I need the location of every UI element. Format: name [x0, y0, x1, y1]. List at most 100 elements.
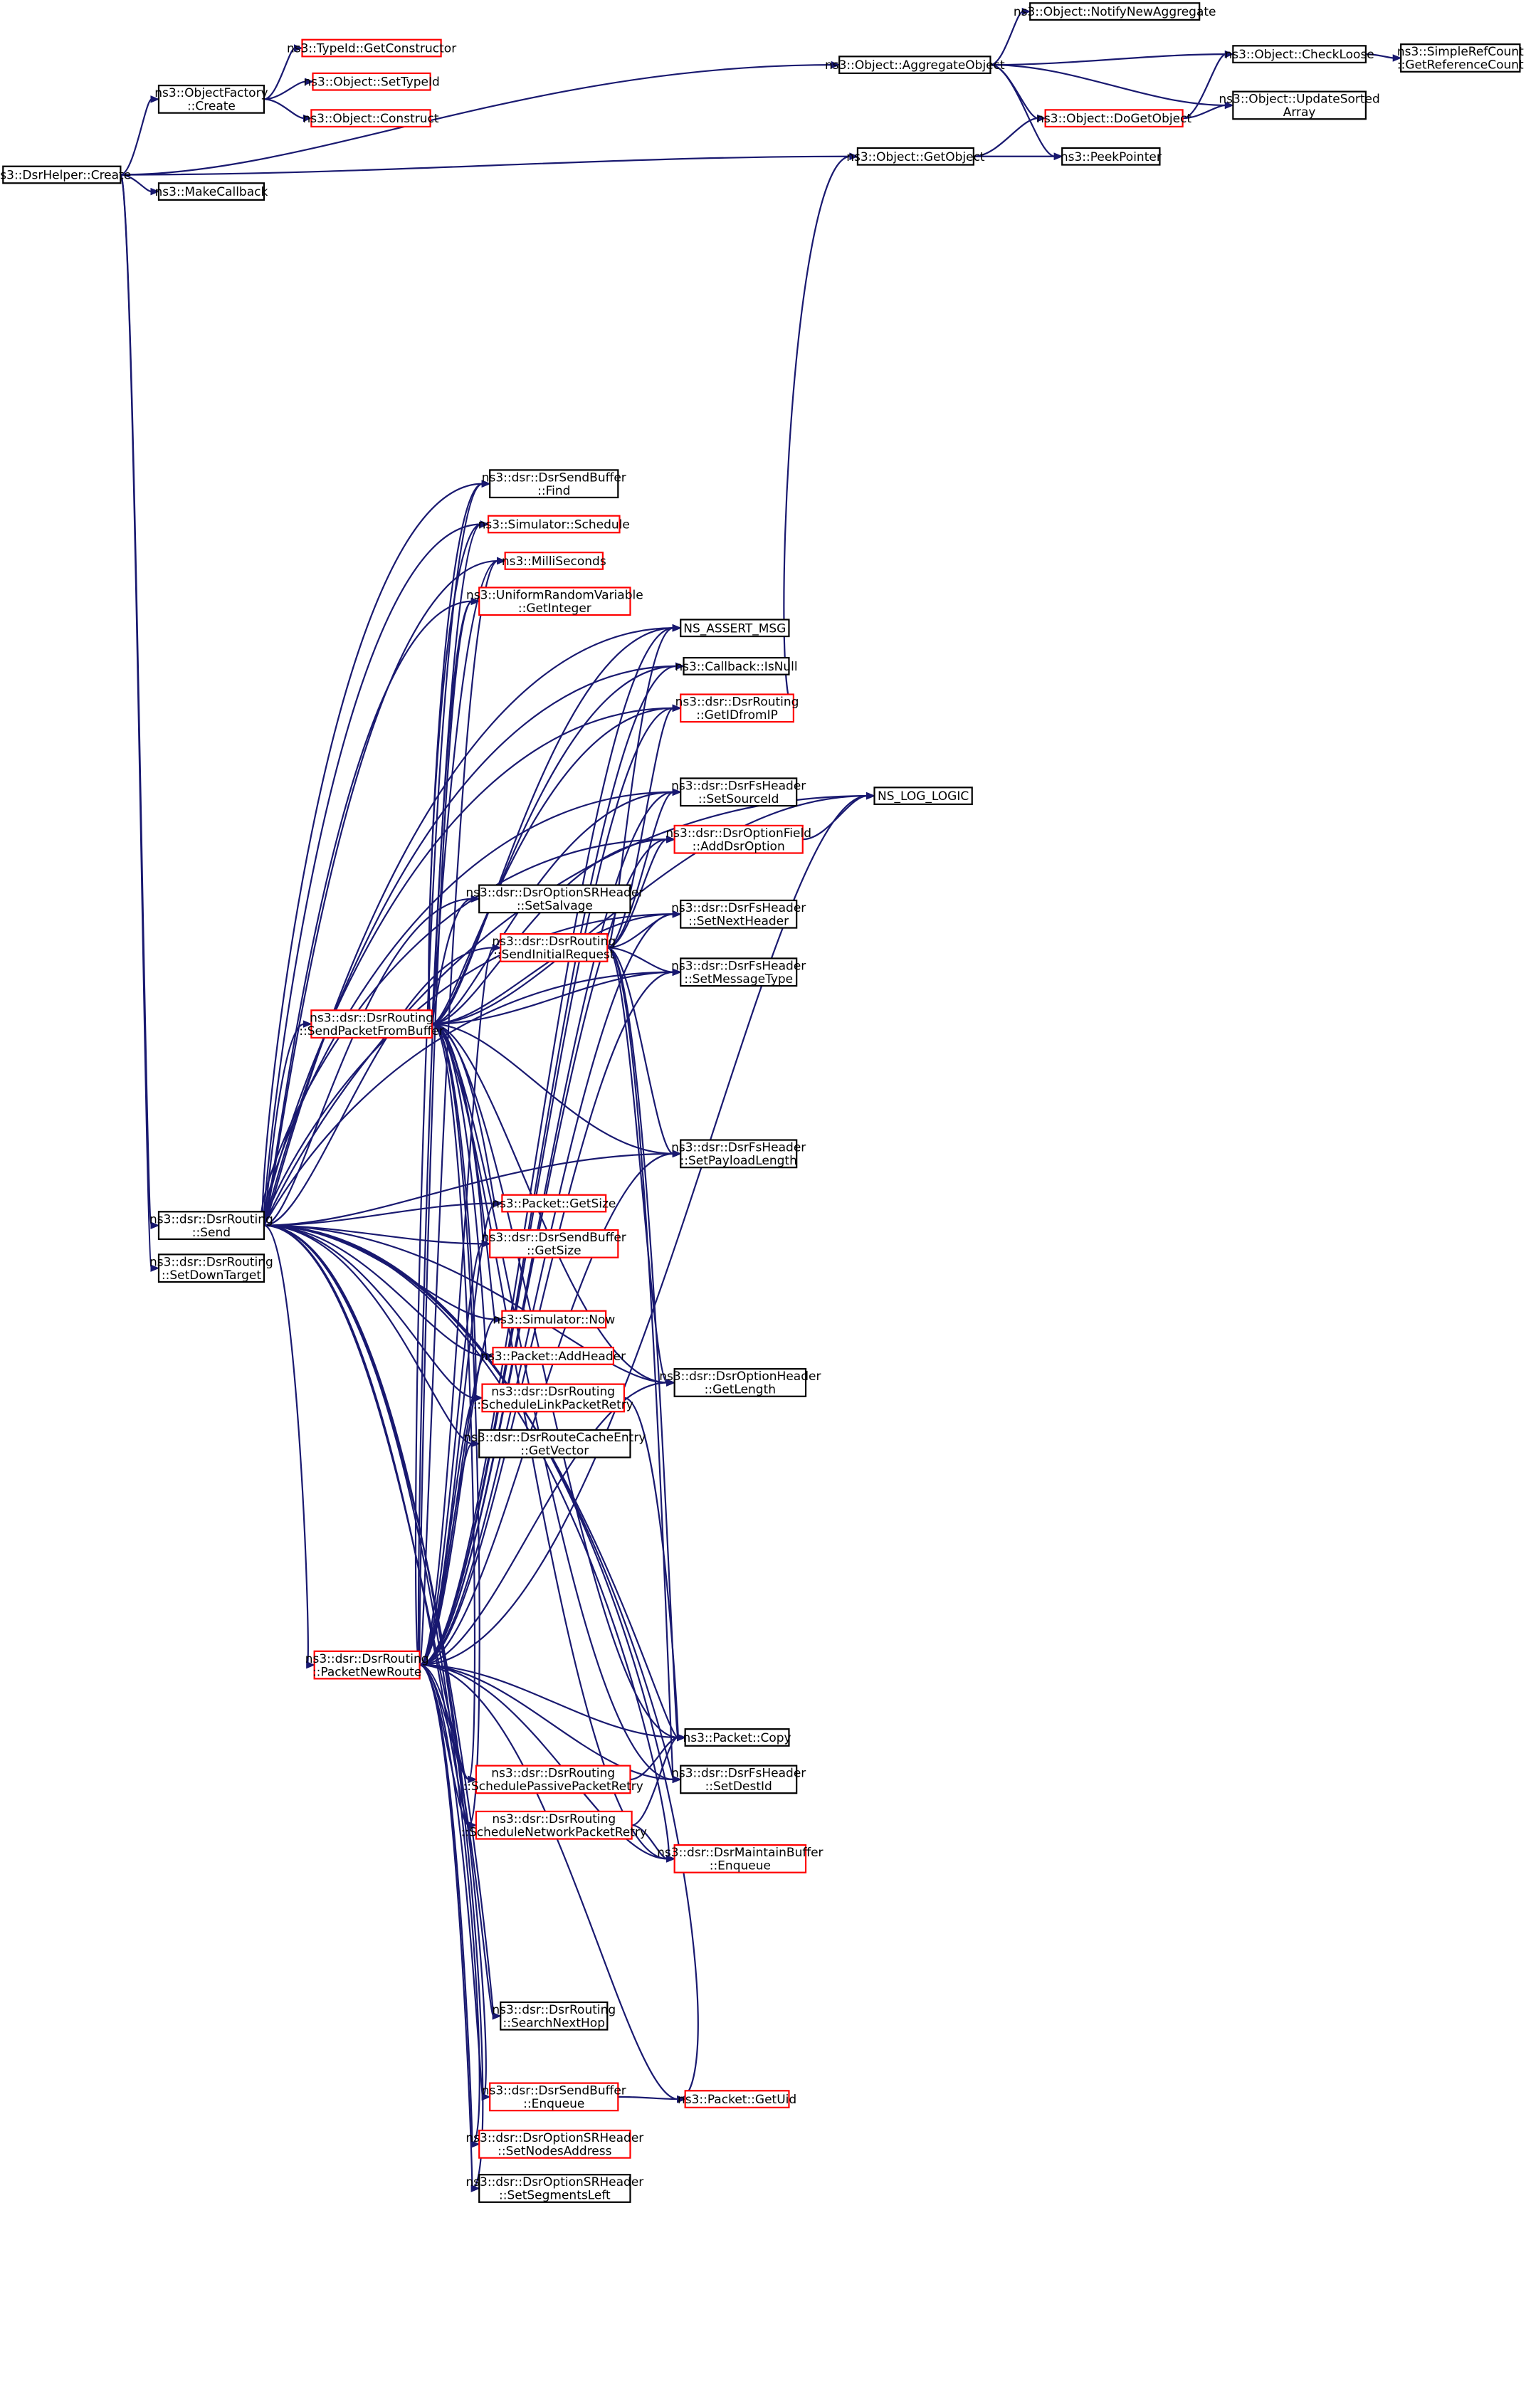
node-maintainbuffer_enqueue[interactable]: ns3::dsr::DsrMaintainBuffer::Enqueue — [657, 1844, 823, 1873]
node-object_settypeid[interactable]: ns3::Object::SetTypeId — [303, 72, 440, 91]
node-sendpacketfrombuffer[interactable]: ns3::dsr::DsrRouting::SendPacketFromBuff… — [299, 1009, 444, 1039]
call-edges — [120, 7, 1402, 2192]
node-fsheader_setpayloadlength[interactable]: ns3::dsr::DsrFsHeader::SetPayloadLength — [671, 1139, 806, 1169]
node-label: ns3::dsr::DsrRouteCacheEntry — [463, 1431, 646, 1445]
node-box — [1400, 43, 1521, 73]
node-optionsr_setnodesaddress[interactable]: ns3::dsr::DsrOptionSRHeader::SetNodesAdd… — [465, 2129, 643, 2159]
node-optionsr_setsalvage[interactable]: ns3::dsr::DsrOptionSRHeader::SetSalvage — [465, 884, 643, 914]
node-objectfactory_create[interactable]: ns3::ObjectFactory::Create — [154, 84, 268, 114]
node-fsheader_setnextheader[interactable]: ns3::dsr::DsrFsHeader::SetNextHeader — [671, 899, 806, 929]
node-object_aggregateobject[interactable]: ns3::Object::AggregateObject — [825, 56, 1005, 75]
node-sendbuffer_getsize[interactable]: ns3::dsr::DsrSendBuffer::GetSize — [482, 1229, 626, 1258]
node-optionfield_adddsroption[interactable]: ns3::dsr::DsrOptionField::AddDsrOption — [665, 824, 811, 854]
node-urv_getinteger[interactable]: ns3::UniformRandomVariable::GetInteger — [466, 587, 643, 616]
node-ns_assert_msg[interactable]: NS_ASSERT_MSG — [680, 619, 790, 638]
call-edge-sendinitialrequest-to-fsheader_setmessagetype — [607, 947, 674, 973]
node-object_construct[interactable]: ns3::Object::Construct — [302, 109, 439, 128]
node-object_getobject[interactable]: ns3::Object::GetObject — [846, 147, 985, 166]
node-box — [301, 38, 442, 58]
node-simulator_now[interactable]: ns3::Simulator::Now — [493, 1310, 615, 1329]
arrowhead — [672, 910, 682, 918]
node-dsrhelper_create[interactable]: ns3::DsrHelper::Create — [0, 165, 131, 184]
node-sendbuffer_enqueue[interactable]: ns3::dsr::DsrSendBuffer::Enqueue — [482, 2082, 626, 2112]
node-label: ns3::dsr::DsrRouting — [492, 1812, 616, 1826]
node-label: ::GetIDfromIP — [696, 708, 778, 722]
node-routecacheentry_getvector[interactable]: ns3::dsr::DsrRouteCacheEntry::GetVector — [463, 1429, 646, 1458]
arrowhead — [474, 1394, 483, 1402]
arrowhead — [1053, 152, 1063, 161]
arrowhead — [150, 187, 160, 196]
arrowhead — [672, 1775, 682, 1784]
node-schedulelinkpacketretry[interactable]: ns3::dsr::DsrRouting::ScheduleLinkPacket… — [473, 1383, 633, 1413]
node-optionheader_getlength[interactable]: ns3::dsr::DsrOptionHeader::GetLength — [659, 1368, 821, 1397]
node-setdowntarget[interactable]: ns3::dsr::DsrRouting::SetDownTarget — [149, 1253, 273, 1283]
call-edge-dsrrouting_send-to-sendpacketfrombuffer — [263, 1023, 305, 1226]
arrowhead — [672, 1150, 682, 1158]
node-sendinitialrequest[interactable]: ns3::dsr::DsrRouting::SendInitialRequest — [492, 933, 616, 962]
call-edge-dsrrouting_send-to-callback_isnull — [263, 665, 677, 1226]
node-label: ns3::Object::Construct — [302, 112, 438, 126]
node-object_dogetobject[interactable]: ns3::Object::DoGetObject — [1036, 109, 1191, 128]
node-getidfromip[interactable]: ns3::dsr::DsrRouting::GetIDfromIP — [675, 693, 799, 723]
call-edge-sendinitialrequest-to-ns_assert_msg — [606, 627, 674, 949]
node-callback_isnull[interactable]: ns3::Callback::IsNull — [675, 656, 798, 675]
node-label: ::GetLength — [705, 1383, 776, 1397]
node-schedulepassivepacketretry[interactable]: ns3::dsr::DsrRouting::SchedulePassivePac… — [463, 1765, 643, 1794]
node-object_notifynewaggregate[interactable]: ns3::Object::NotifyNewAggregate — [1014, 2, 1216, 21]
node-peekpointer[interactable]: ns3::PeekPointer — [1061, 147, 1162, 166]
arrowhead — [294, 44, 303, 52]
node-packet_getsize[interactable]: ns3::Packet::GetSize — [492, 1194, 616, 1213]
node-box — [680, 693, 794, 723]
node-label: ns3::ObjectFactory — [154, 86, 268, 100]
node-label: ::SetSegmentsLeft — [499, 2189, 611, 2203]
call-edge-dsrrouting_send-to-optionsr_setsegmentsleft — [263, 1224, 484, 2189]
node-makecallback[interactable]: ns3::MakeCallback — [155, 182, 268, 201]
node-fsheader_setsourceid[interactable]: ns3::dsr::DsrFsHeader::SetSourceId — [671, 777, 806, 807]
node-label: Array — [1283, 105, 1316, 120]
node-label: NS_LOG_LOGIC — [878, 789, 969, 804]
node-simulator_schedule[interactable]: ns3::Simulator::Schedule — [478, 515, 630, 534]
node-ns_log_logic[interactable]: NS_LOG_LOGIC — [873, 787, 973, 805]
call-edge-getidfromip-to-object_getobject — [783, 155, 851, 709]
node-label: ns3::Object::AggregateObject — [825, 58, 1005, 73]
node-packet_getuid[interactable]: ns3::Packet::GetUid — [678, 2090, 796, 2108]
node-milliseconds[interactable]: ns3::MilliSeconds — [502, 552, 606, 570]
call-edge-sendinitialrequest-to-fsheader_setpayloadlength — [606, 947, 674, 1155]
call-edge-object_aggregateobject-to-object_updatesortedarray — [990, 64, 1226, 107]
node-label: ns3::dsr::DsrRouting — [491, 1767, 615, 1781]
node-packetnewroute[interactable]: ns3::dsr::DsrRouting::PacketNewRoute — [305, 1650, 429, 1680]
node-label: ns3::dsr::DsrOptionSRHeader — [465, 886, 643, 900]
node-sendbuffer_find[interactable]: ns3::dsr::DsrSendBuffer::Find — [482, 469, 626, 499]
call-edge-packetnewroute-to-urv_getinteger — [419, 600, 473, 1666]
node-box — [2, 165, 122, 184]
arrowhead — [481, 1240, 491, 1248]
node-label: ::SetNodesAddress — [498, 2145, 611, 2159]
call-edge-schedulenetworkpacketretry-to-packet_copy — [631, 1736, 679, 1826]
node-box — [312, 72, 431, 91]
arrowhead — [481, 2093, 491, 2101]
node-dsrrouting_send[interactable]: ns3::dsr::DsrRouting::Send — [149, 1211, 273, 1241]
node-label: ns3::dsr::DsrFsHeader — [671, 1767, 806, 1781]
node-label: ::Find — [537, 484, 570, 498]
call-edge-packetnewroute-to-simulator_schedule — [417, 523, 482, 1666]
node-searchnexthop[interactable]: ns3::dsr::DsrRouting::SearchNextHop — [492, 2001, 616, 2031]
node-packet_addheader[interactable]: ns3::Packet::AddHeader — [480, 1347, 626, 1365]
node-label: ::SendInitialRequest — [493, 948, 615, 962]
node-typeid_getconstructor[interactable]: ns3::TypeId::GetConstructor — [287, 38, 456, 58]
arrowhead — [493, 1199, 503, 1207]
node-schedulenetworkpacketretry[interactable]: ns3::dsr::DsrRouting::ScheduleNetworkPac… — [461, 1810, 647, 1840]
node-box — [157, 1253, 265, 1283]
node-simplerefcount_getreferencecount[interactable]: ns3::SimpleRefCount::GetReferenceCount — [1397, 43, 1524, 73]
node-optionsr_setsegmentsleft[interactable]: ns3::dsr::DsrOptionSRHeader::SetSegments… — [465, 2174, 643, 2203]
node-label: ns3::dsr::DsrFsHeader — [671, 901, 806, 915]
node-packet_copy[interactable]: ns3::Packet::Copy — [683, 1728, 791, 1747]
call-edge-dsrrouting_send-to-packetnewroute — [263, 1224, 309, 1666]
node-fsheader_setmessagetype[interactable]: ns3::dsr::DsrFsHeader::SetMessageType — [671, 957, 806, 987]
node-fsheader_setdestid[interactable]: ns3::dsr::DsrFsHeader::SetDestId — [671, 1765, 806, 1794]
node-object_checkloose[interactable]: ns3::Object::CheckLoose — [1224, 45, 1374, 64]
node-label: ns3::dsr::DsrFsHeader — [671, 959, 806, 973]
arrowhead — [305, 78, 314, 85]
node-label: ns3::dsr::DsrSendBuffer — [482, 1231, 626, 1245]
